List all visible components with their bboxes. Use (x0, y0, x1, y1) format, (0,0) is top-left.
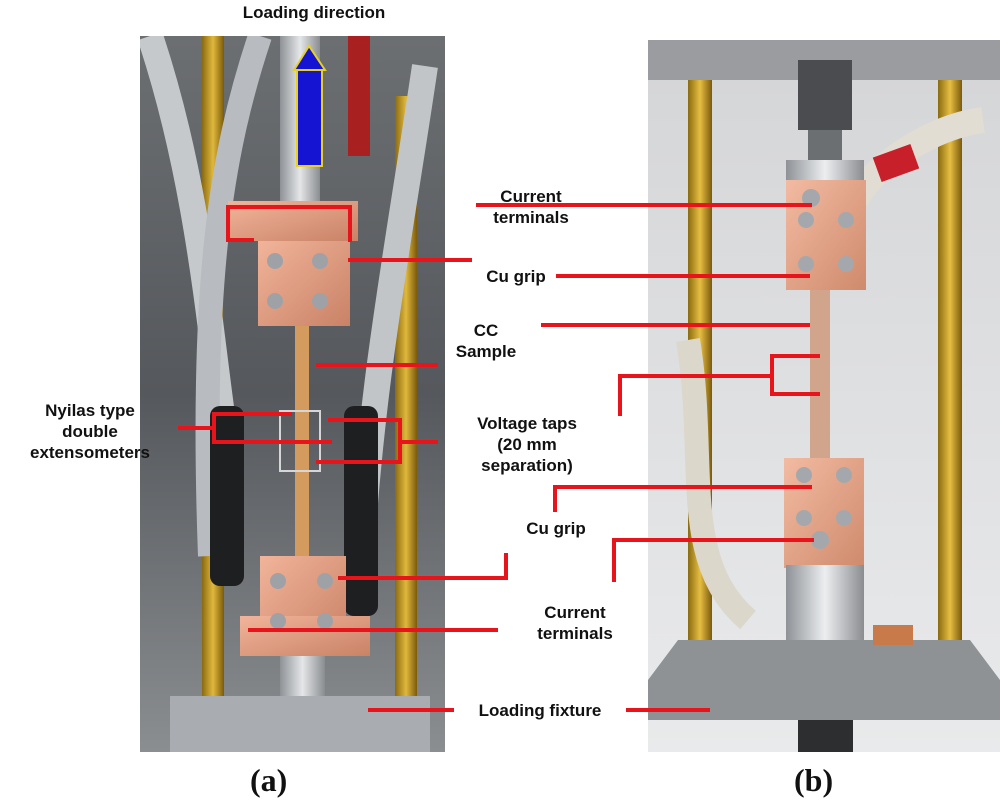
label-current-terminals-top: Current terminals (493, 187, 569, 227)
label-nyilas-extensometers: Nyilas type double extensometers (29, 401, 150, 462)
leader-current-terminals-a (226, 205, 352, 242)
label-loading-fixture: Loading fixture (478, 701, 602, 720)
photo-panel-b (648, 40, 1000, 752)
panel-label-b: (b) (794, 762, 834, 798)
loading-direction-arrow (292, 44, 327, 167)
label-voltage-taps: Voltage taps (20 mm separation) (477, 414, 577, 475)
label-cu-grip-bottom: Cu grip (526, 519, 586, 538)
leader-current-terminals-lower-b (612, 538, 814, 582)
label-cu-grip-top: Cu grip (486, 267, 546, 286)
leader-voltage-taps (618, 354, 820, 416)
label-cc-sample: CC Sample (455, 321, 517, 361)
label-current-terminals-bottom: Current terminals (537, 603, 613, 643)
panel-label-a: (a) (250, 762, 288, 798)
photo-b-drawing (648, 40, 1000, 752)
leader-nyilas-b (316, 418, 438, 464)
leader-cu-grip-lower-b (553, 485, 812, 512)
leader-nyilas-a (178, 412, 332, 444)
label-loading-direction: Loading direction (242, 3, 386, 22)
leader-cu-grip-lower-a (338, 553, 508, 580)
